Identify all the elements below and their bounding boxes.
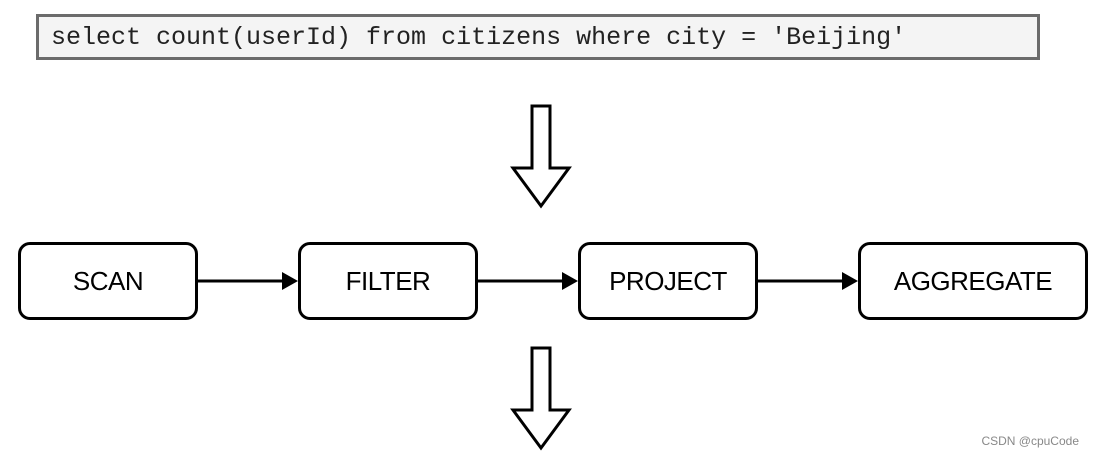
stage-aggregate-label: AGGREGATE	[893, 265, 1053, 296]
sql-query-text: select count(userId) from citizens where…	[51, 22, 907, 52]
connector-project-to-aggregate	[758, 272, 858, 290]
stage-filter: FILTER	[298, 242, 478, 320]
stage-scan: SCAN	[18, 242, 198, 320]
stage-filter-label: FILTER	[345, 265, 431, 296]
stage-project-label: PROJECT	[609, 265, 727, 296]
stage-project: PROJECT	[578, 242, 758, 320]
watermark-text: CSDN @cpuCode	[981, 434, 1079, 448]
connector-filter-to-project	[478, 272, 578, 290]
stage-aggregate: AGGREGATE	[858, 242, 1088, 320]
connector-scan-to-filter	[198, 272, 298, 290]
sql-query-box: select count(userId) from citizens where…	[36, 14, 1040, 60]
input-down-arrow-icon	[510, 104, 572, 209]
output-down-arrow-icon	[510, 346, 572, 451]
stage-scan-label: SCAN	[72, 265, 144, 296]
